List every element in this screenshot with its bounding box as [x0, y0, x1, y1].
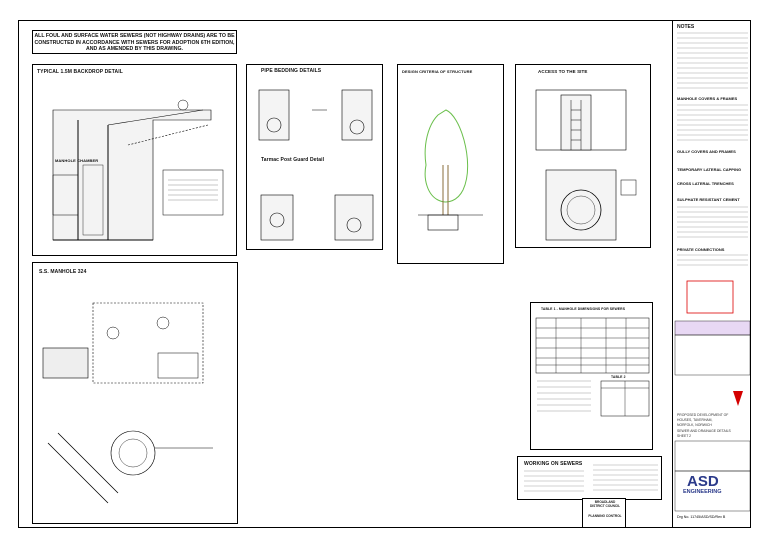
tb-manhole-heading: MANHOLE COVERS & FRAMES [677, 96, 738, 101]
backdrop-detail-panel: TYPICAL 1.5M BACKDROP DETAIL MANHOLE CHA… [32, 64, 237, 256]
working-text [524, 464, 658, 492]
stamp-line-4: PLANNING CONTROL [588, 514, 622, 519]
tree-drawing [418, 109, 483, 231]
drawing-line-2: SHEET 2 [677, 434, 692, 438]
backdrop-drawing [52, 99, 224, 241]
project-line-1: PROPOSED DEVELOPMENT OF [677, 413, 729, 417]
project-line-2: HOUSES, TAVERHAM, [677, 418, 713, 422]
stamp-line-2: DISTRICT COUNCIL [589, 503, 621, 508]
pipe-bedding-title: PIPE BEDDING DETAILS [261, 68, 322, 74]
drawing-line-1: SEWER AND DRAINAGE DETAILS [677, 429, 731, 433]
tb-notes-heading: NOTES [677, 24, 695, 30]
manhole-drawing [42, 302, 213, 504]
table-panel: TABLE 1 - MANHOLE DIMENSIONS FOR SEWERS … [530, 302, 653, 450]
table2-title: TABLE 2 [611, 375, 626, 379]
access-panel: ACCESS TO THE SITE [515, 64, 651, 248]
tb-trenches-heading: CROSS LATERAL TRENCHES [677, 181, 734, 186]
manhole-panel: S.S. MANHOLE 324 [32, 262, 238, 524]
working-title: WORKING ON SEWERS [524, 461, 583, 467]
tree-panel: DESIGN CRITERIA OF STRUCTURE [397, 64, 504, 264]
company-sub: ENGINEERING [683, 489, 722, 495]
tb-cement-heading: SULPHATE RESISTANT CEMENT [677, 197, 740, 202]
table-drawing [535, 317, 650, 417]
tb-gully-heading: GULLY COVERS AND FRAMES [677, 149, 736, 154]
company-logo: ASD [687, 473, 719, 490]
general-note: ALL FOUL AND SURFACE WATER SEWERS (NOT H… [32, 30, 237, 54]
manhole-chamber-label: MANHOLE CHAMBER [55, 158, 99, 163]
post-guard-title: Tarmac Post Guard Detail [261, 157, 325, 163]
project-line-3: NORFOLK, NORWICH [677, 423, 712, 427]
pipe-bedding-panel: PIPE BEDDING DETAILS Tarmac Post Guard D… [246, 64, 383, 250]
title-block: NOTES MANHOLE COVERS & FRAMES GULLY COVE… [672, 20, 751, 528]
council-stamp: BROADLAND DISTRICT COUNCIL PLANNING CONT… [582, 498, 626, 528]
table-title: TABLE 1 - MANHOLE DIMENSIONS FOR SEWERS [541, 307, 626, 311]
access-title: ACCESS TO THE SITE [538, 69, 588, 74]
pipe-bedding-drawing [258, 89, 374, 241]
backdrop-title: TYPICAL 1.5M BACKDROP DETAIL [37, 69, 123, 75]
tb-lateral-heading: TEMPORARY LATERAL CAPPING [677, 167, 742, 172]
working-sewers-panel: WORKING ON SEWERS [517, 456, 662, 500]
drawing-number: Drg No. 11745/ASD/SD/Rev B [677, 515, 726, 519]
stamp-line-1: BROADLAND [594, 500, 616, 504]
tb-private-heading: PRIVATE CONNECTIONS [677, 247, 725, 252]
manhole-title: S.S. MANHOLE 324 [39, 269, 87, 275]
tree-title: DESIGN CRITERIA OF STRUCTURE [402, 69, 473, 74]
title-block-drawing [674, 32, 751, 512]
access-drawing [535, 89, 637, 241]
